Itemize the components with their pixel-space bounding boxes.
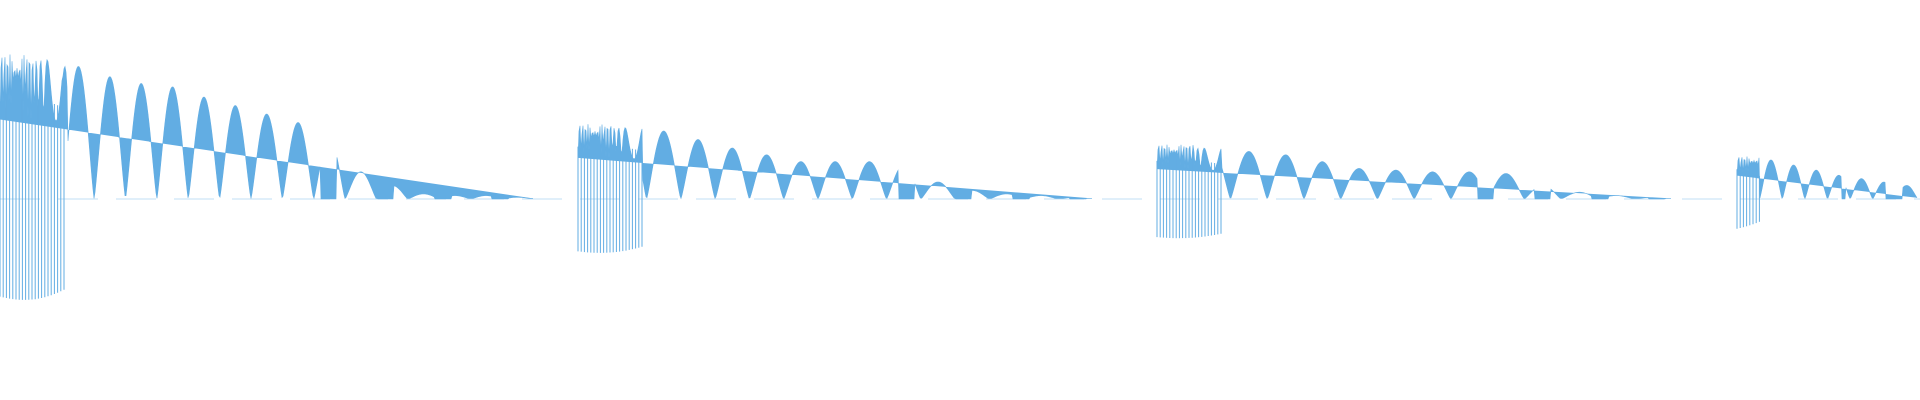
waveform-burst	[0, 54, 533, 300]
waveform-burst	[1156, 144, 1671, 239]
waveform-envelope	[1156, 144, 1671, 200]
waveform-burst	[577, 124, 1092, 253]
waveform-envelope	[577, 124, 1092, 200]
waveform-burst	[1736, 156, 1918, 229]
waveform-envelope	[1736, 156, 1918, 200]
waveform-envelope	[0, 54, 533, 200]
